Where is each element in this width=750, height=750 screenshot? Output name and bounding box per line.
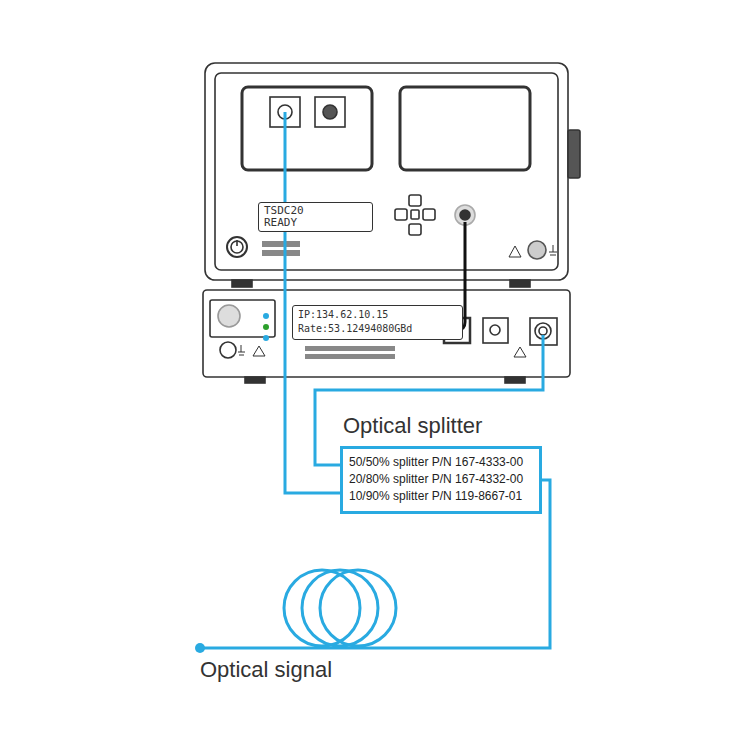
- signal-label: Optical signal: [200, 657, 332, 683]
- ip-address: IP:134.62.10.15: [298, 308, 457, 322]
- splitter-box: Optical splitter50/50% splitter P/N 167-…: [340, 446, 542, 514]
- symbol-rate: Rate:53.12494080GBd: [298, 322, 457, 336]
- splitter-option: 50/50% splitter P/N 167-4333-00: [349, 454, 533, 471]
- splitter-heading: Optical splitter: [343, 413, 482, 439]
- instrument-display: TSDC20 READY: [258, 202, 373, 232]
- instrument-display: IP:134.62.10.15Rate:53.12494080GBd: [292, 305, 463, 340]
- display-text: TSDC20 READY: [264, 205, 316, 229]
- splitter-option: 10/90% splitter P/N 119-8667-01: [349, 488, 533, 505]
- splitter-option: 20/80% splitter P/N 167-4332-00: [349, 471, 533, 488]
